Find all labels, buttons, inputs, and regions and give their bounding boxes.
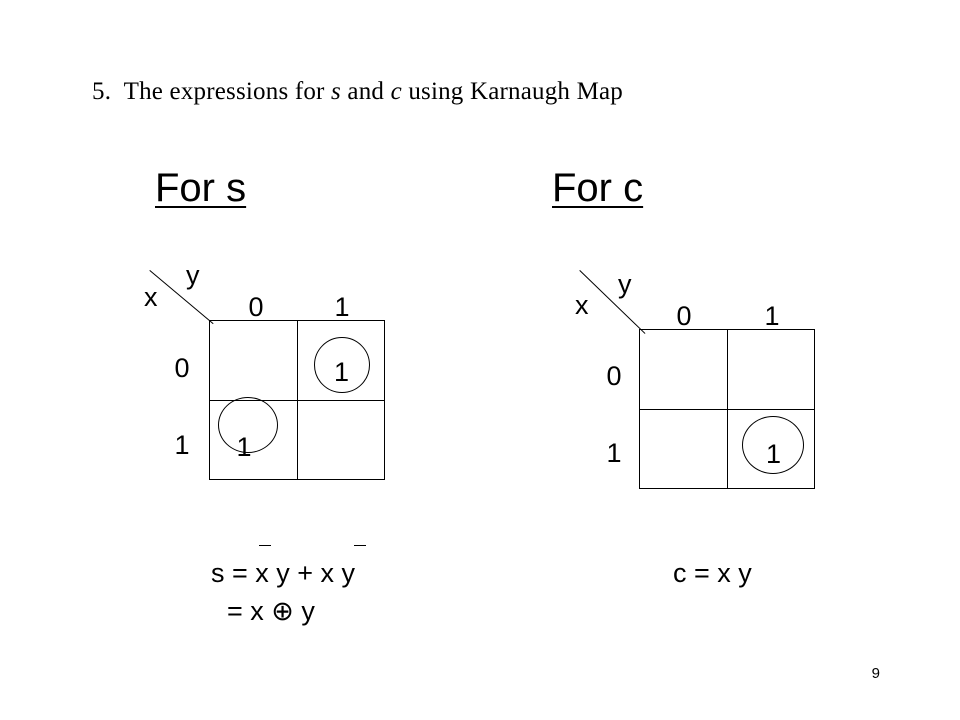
map-s-equation-line1: s = x y + x y xyxy=(211,558,356,588)
map-s-equation-line2: = x ⊕ y xyxy=(227,596,315,626)
map-c-cell-10 xyxy=(640,409,728,489)
map-c-grid: 1 xyxy=(639,329,815,489)
map-c-row-header-1: 1 xyxy=(606,438,622,468)
map-c-row-header-0: 0 xyxy=(606,361,622,391)
map-c-col-header-1: 1 xyxy=(764,301,780,331)
map-s-corner-divider xyxy=(149,270,214,325)
map-c-col-header-0: 0 xyxy=(676,301,692,331)
map-s-col-header-1: 1 xyxy=(334,292,350,322)
map-s-col-header-0: 0 xyxy=(248,292,264,322)
map-s-group-oval-01 xyxy=(313,337,370,393)
map-c-col-var: y xyxy=(618,269,632,299)
heading-text-before: The expressions for xyxy=(123,78,325,105)
map-s-cell-11 xyxy=(297,400,385,480)
map-c-cell-01 xyxy=(727,330,815,410)
map-c-row-var: x xyxy=(575,290,589,320)
map-s-group-oval-10 xyxy=(218,396,278,453)
map-s-overbar-x xyxy=(259,545,271,546)
page-heading: 5. The expressions for s and c using Kar… xyxy=(92,78,623,106)
page-number: 9 xyxy=(871,665,880,682)
map-s-row-header-1: 1 xyxy=(174,430,190,460)
heading-text-after: using Karnaugh Map xyxy=(408,78,623,105)
map-s-title: For s xyxy=(155,166,247,210)
heading-text-and: and xyxy=(347,78,385,105)
map-s-col-var: y xyxy=(186,260,200,290)
map-c-group-oval-11 xyxy=(741,415,804,474)
heading-var-c: c xyxy=(390,78,402,105)
map-s-cell-10: 1 xyxy=(210,396,298,480)
map-s-overbar-y xyxy=(354,545,366,546)
map-s-cell-01-value: 1 xyxy=(333,357,350,387)
map-c-cell-00 xyxy=(640,330,728,410)
map-c-title: For c xyxy=(552,166,644,210)
heading-number: 5. xyxy=(92,78,112,105)
map-s-grid: 1 1 xyxy=(209,320,385,480)
map-s-cell-10-value: 1 xyxy=(236,431,252,462)
map-s-row-header-0: 0 xyxy=(174,353,190,383)
map-s-cell-00 xyxy=(210,321,298,401)
map-s-row-var: x xyxy=(144,282,158,312)
heading-var-s: s xyxy=(331,78,341,105)
map-c-cell-11-value: 1 xyxy=(765,438,782,469)
map-c-corner-divider xyxy=(579,270,646,334)
map-s-cell-01: 1 xyxy=(297,321,385,401)
map-c-cell-11: 1 xyxy=(727,409,815,489)
map-c-equation-line1: c = x y xyxy=(673,558,752,588)
